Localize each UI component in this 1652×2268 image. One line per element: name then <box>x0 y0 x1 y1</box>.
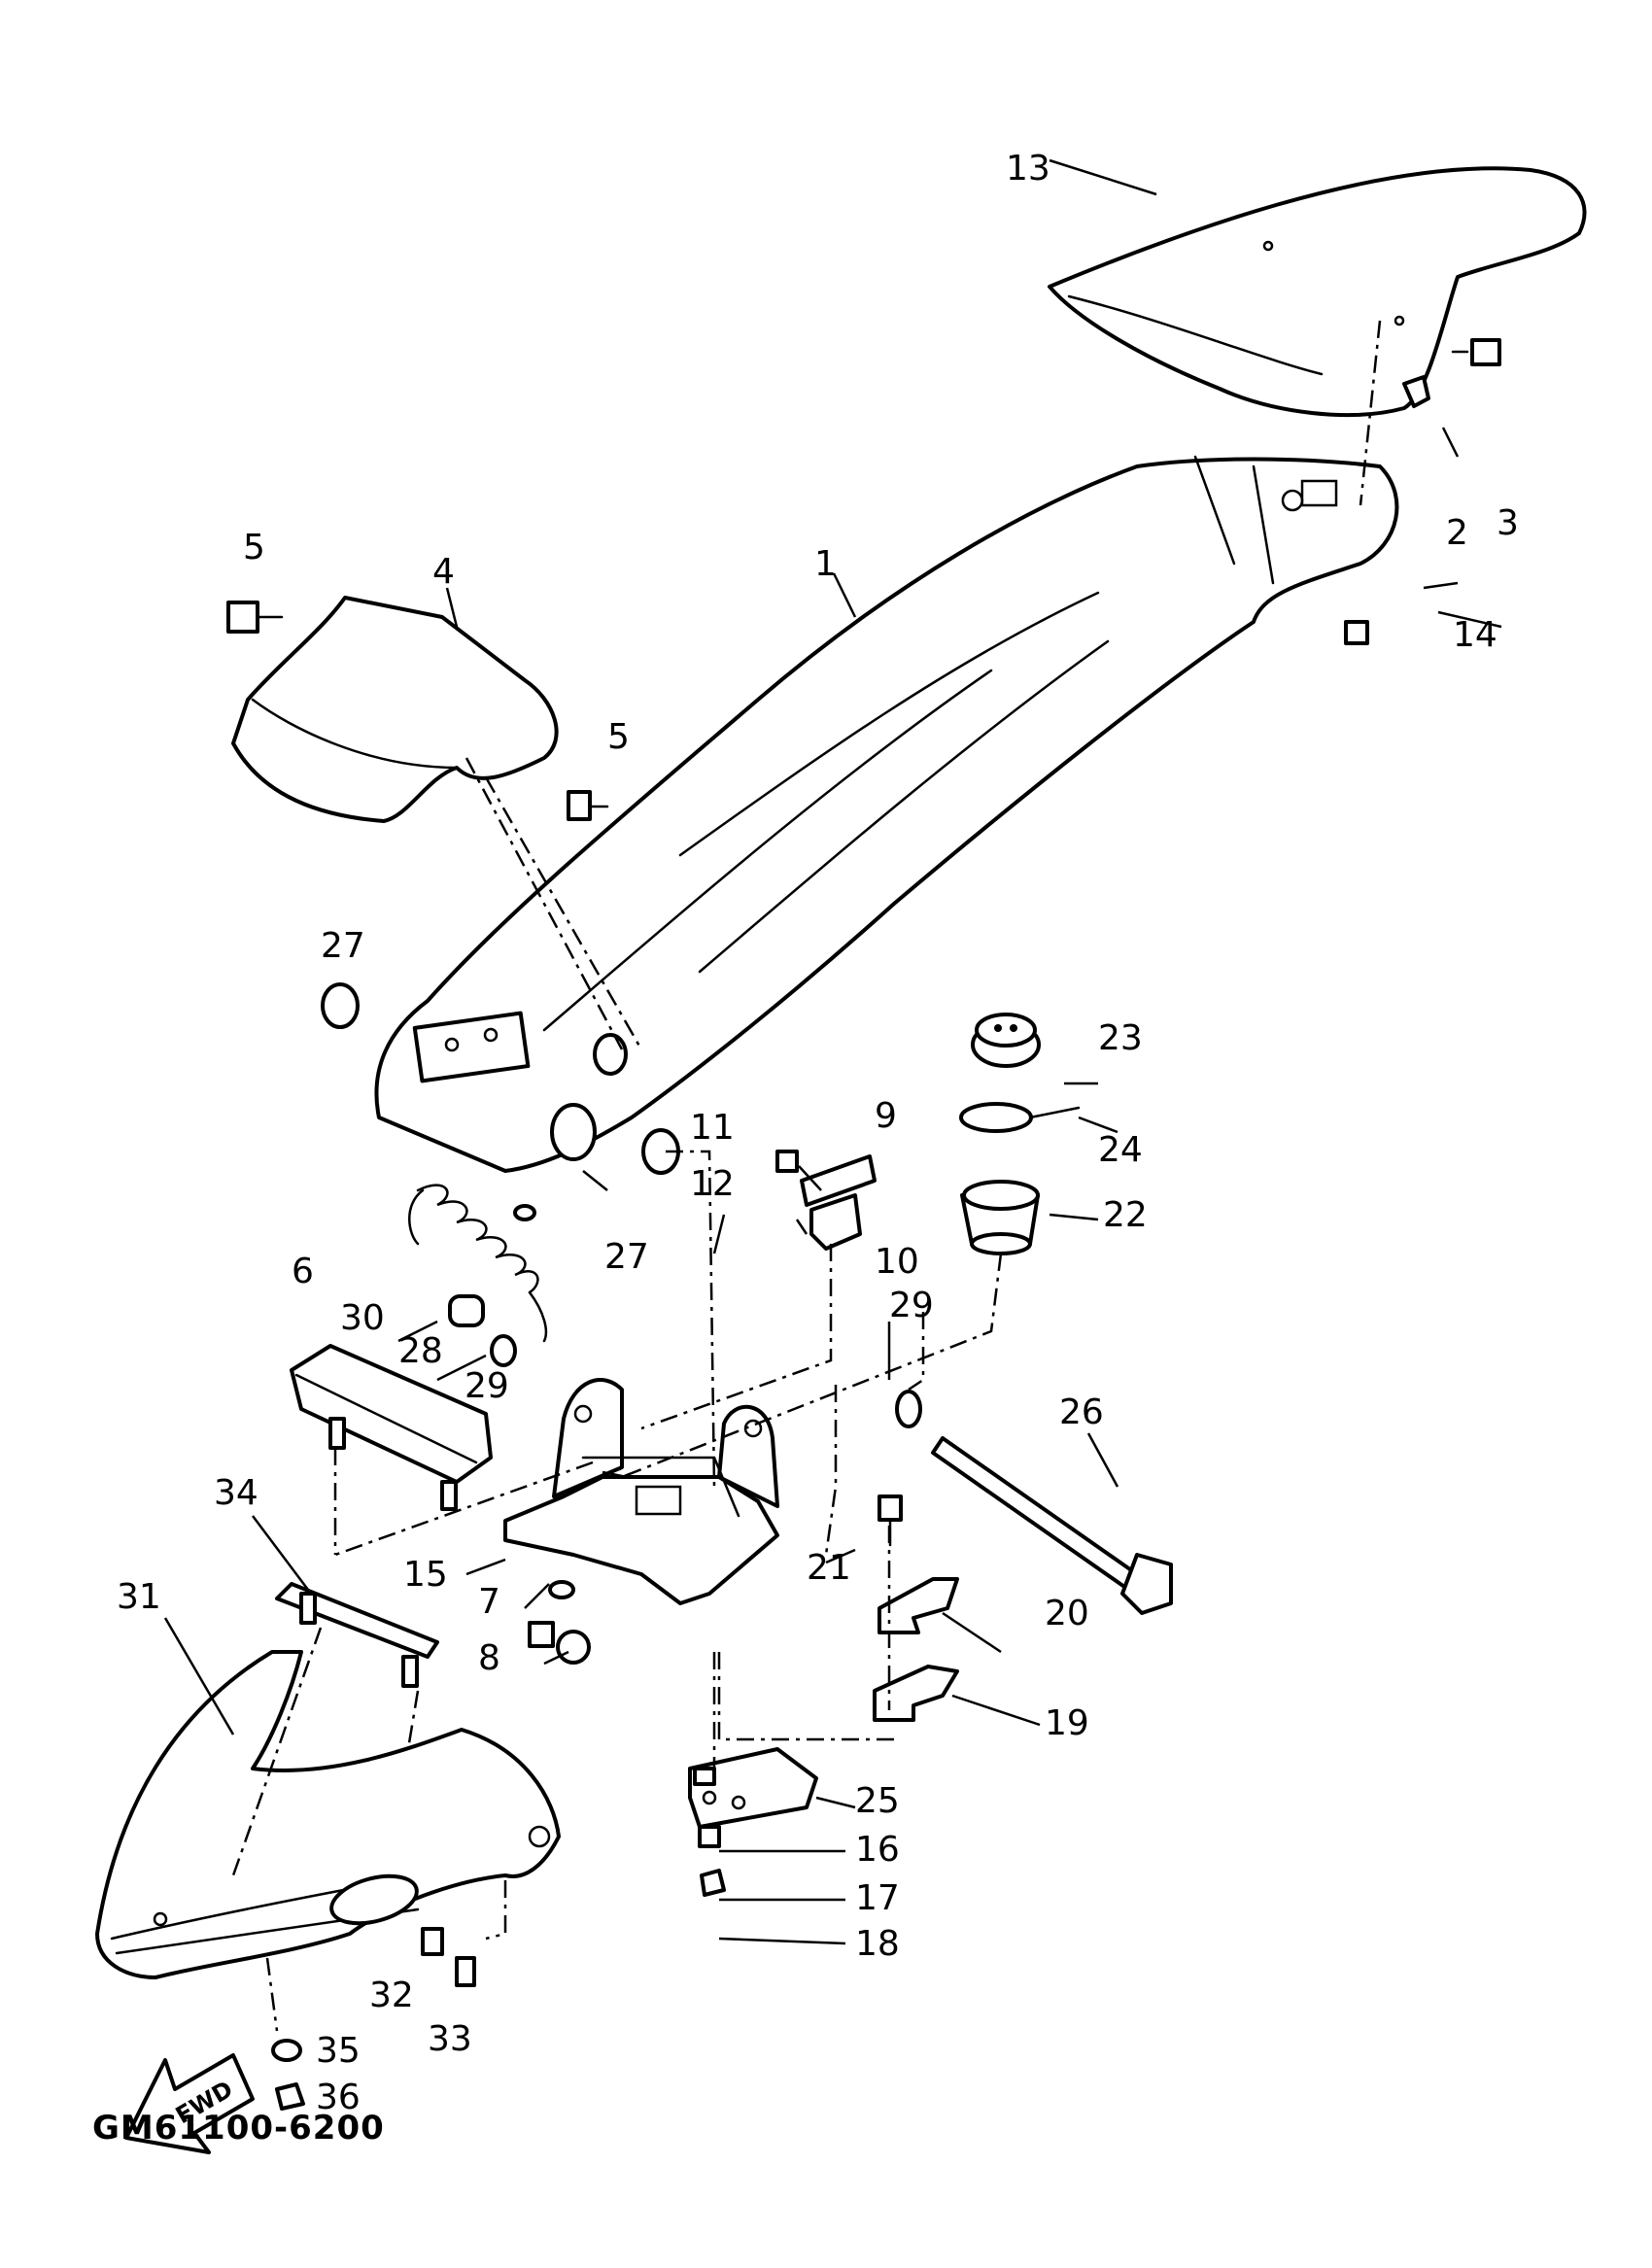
part-25-plate <box>688 1747 818 1829</box>
callout-5b: 5 <box>607 717 630 757</box>
callout-28: 28 <box>398 1331 443 1371</box>
callout-18: 18 <box>855 1924 900 1964</box>
callout-10: 10 <box>875 1242 919 1282</box>
part-26-long-bolt <box>931 1436 1173 1615</box>
callout-27b: 27 <box>604 1237 649 1277</box>
callout-11: 11 <box>690 1108 735 1148</box>
callout-21: 21 <box>807 1548 851 1588</box>
part-9-lever <box>800 1154 877 1251</box>
callout-32: 32 <box>369 1976 414 2015</box>
callout-23: 23 <box>1098 1018 1143 1058</box>
part-6-stopper-bracket <box>290 1344 493 1511</box>
part-13-seat-cowl <box>1048 166 1587 418</box>
part-19-bracket <box>873 1665 959 1722</box>
callout-17: 17 <box>855 1878 900 1918</box>
callout-24: 24 <box>1098 1130 1143 1170</box>
callout-29b: 29 <box>889 1286 934 1325</box>
hardware-screws <box>226 338 1501 2111</box>
part-4-front-cover <box>231 596 559 823</box>
callout-labels: 1 2 3 4 5 5 6 7 8 9 10 11 12 13 14 15 16… <box>117 149 1519 2117</box>
callout-15: 15 <box>403 1555 448 1595</box>
callout-8: 8 <box>478 1638 500 1678</box>
part-24-band <box>959 1102 1081 1133</box>
part-30-spring <box>408 1184 548 1343</box>
callout-13: 13 <box>1006 149 1050 189</box>
diagram-reference-code: GM61100-6200 <box>92 2109 385 2148</box>
callout-7: 7 <box>478 1582 500 1622</box>
callout-9: 9 <box>875 1096 897 1136</box>
part-22-rubber-mount <box>960 1180 1040 1255</box>
part-20-bracket <box>878 1577 959 1634</box>
callout-16: 16 <box>855 1830 900 1870</box>
callout-36: 36 <box>316 2078 361 2117</box>
callout-2: 2 <box>1446 513 1468 553</box>
callout-1: 1 <box>814 544 837 584</box>
callout-31: 31 <box>117 1577 161 1617</box>
callout-33: 33 <box>428 2019 472 2059</box>
callout-3: 3 <box>1497 503 1519 543</box>
part-34-stay <box>275 1582 439 1688</box>
callout-22: 22 <box>1103 1195 1148 1235</box>
part-31-lower-cowl <box>95 1650 561 1979</box>
callout-19: 19 <box>1045 1703 1089 1743</box>
assembly-lines <box>231 320 1382 2032</box>
callout-30: 30 <box>340 1298 385 1338</box>
part-1-main-frame <box>374 455 1399 1173</box>
callout-6: 6 <box>292 1252 314 1291</box>
callout-34: 34 <box>214 1473 258 1513</box>
callout-27a: 27 <box>321 926 365 966</box>
callout-4: 4 <box>432 552 455 592</box>
callout-29a: 29 <box>465 1366 509 1406</box>
part-15-bracket-base <box>503 1378 779 1605</box>
callout-25: 25 <box>855 1781 900 1821</box>
hardware-bushings-washers <box>321 982 922 1665</box>
leader-lines <box>163 158 1502 1945</box>
callout-20: 20 <box>1045 1594 1089 1633</box>
part-23-grommet <box>971 1013 1041 1068</box>
callout-14: 14 <box>1453 615 1497 655</box>
callout-5a: 5 <box>243 528 265 567</box>
callout-35: 35 <box>316 2031 361 2071</box>
callout-12: 12 <box>690 1164 735 1204</box>
callout-26: 26 <box>1059 1392 1104 1432</box>
